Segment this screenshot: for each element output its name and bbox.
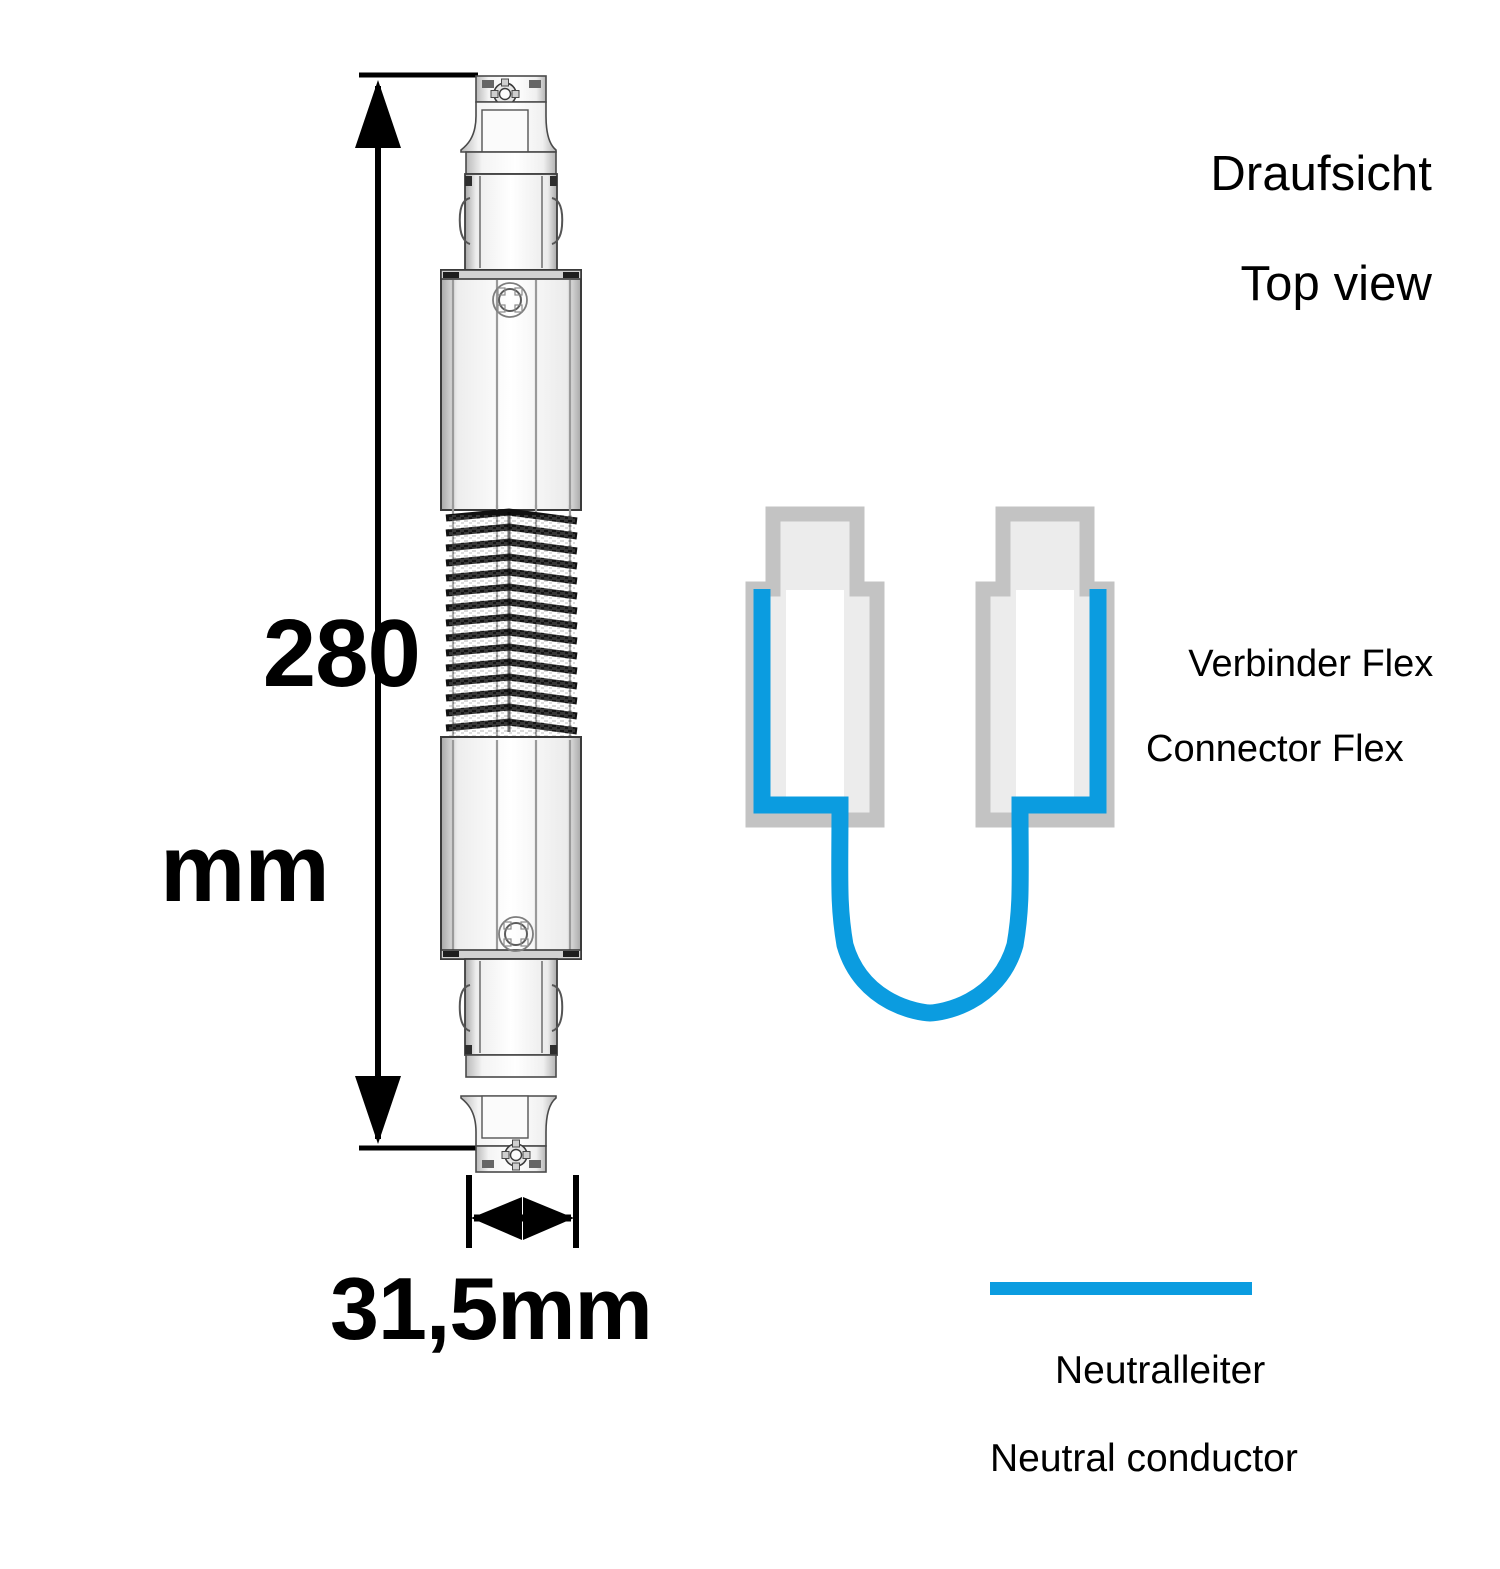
neutral-conductor-path [753, 589, 1107, 1022]
legend-swatch-neutral-conductor [990, 1282, 1252, 1295]
legend: Neutralleiter Neutral conductor [990, 1282, 1420, 1569]
technical-drawing-svg [355, 72, 1115, 1248]
connector-flex-label-en: Connector Flex [1146, 727, 1404, 770]
connector-top-sleeve [458, 173, 564, 271]
dimension-width-label: 31,5mm [330, 1259, 653, 1358]
dimension-length-unit: mm [160, 814, 330, 922]
track-profile-left [745, 506, 885, 828]
connector-top-head [460, 75, 557, 175]
connector-upper-body [440, 269, 582, 511]
connector-bottom-head [460, 1054, 557, 1173]
screw-detail-upper [492, 282, 528, 318]
connector-side-view [440, 75, 582, 1173]
dimension-length [355, 72, 478, 1151]
screw-detail-lower [498, 916, 534, 952]
legend-label-de: Neutralleiter [1055, 1349, 1266, 1393]
track-profile-right [975, 506, 1115, 828]
dimension-length-label: 280 mm [160, 492, 421, 1137]
connector-flex-label: Verbinder Flex Connector Flex [1146, 600, 1433, 855]
legend-label-en: Neutral conductor [990, 1437, 1298, 1481]
view-title-en: Top view [1240, 256, 1432, 311]
top-view-schematic [745, 506, 1115, 1022]
drawing-canvas: Draufsicht Top view 280 mm 31,5mm Verbin… [160, 72, 1433, 1480]
dimension-length-value: 280 [262, 599, 421, 707]
flexible-hose-section [445, 505, 578, 740]
view-title: Draufsicht Top view [1156, 92, 1432, 421]
view-title-de: Draufsicht [1210, 146, 1432, 201]
connector-flex-label-de: Verbinder Flex [1188, 642, 1434, 685]
connector-lower-body [440, 736, 582, 960]
legend-label-neutral-conductor: Neutralleiter Neutral conductor [990, 1305, 1420, 1569]
dimension-width [466, 1175, 579, 1248]
connector-bottom-sleeve [458, 958, 564, 1056]
